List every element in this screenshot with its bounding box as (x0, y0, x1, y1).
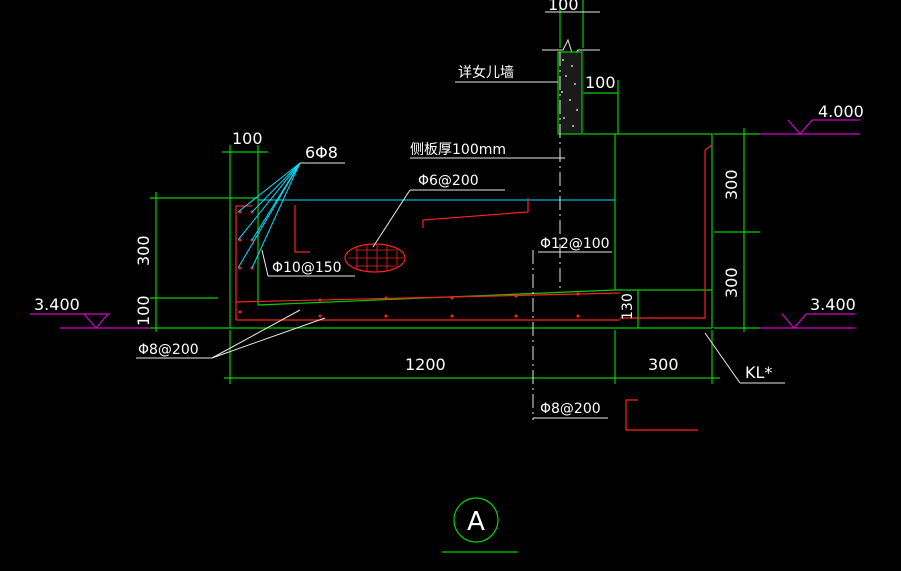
dim-left-flange: 100 (232, 129, 263, 148)
dim-left-lower: 100 (134, 295, 153, 326)
bar-shape-detail (625, 399, 698, 431)
elevation-right: 3.400 (810, 295, 856, 314)
elevation-marker-top (760, 119, 860, 135)
section-mark (442, 497, 518, 553)
phi10-leader (261, 249, 355, 277)
label-6phi8: 6Φ8 (305, 143, 338, 162)
dim-slab-thickness: 130 (620, 293, 636, 320)
dim-parapet-thickness: 100 (585, 73, 616, 92)
dim-main-span: 1200 (405, 355, 446, 374)
dim-top-wall: 100 (548, 0, 579, 14)
rebar-dots (238, 210, 580, 318)
elevation-marker-left (30, 313, 150, 329)
section-label: A (467, 507, 485, 537)
phi8-left-leader (136, 309, 326, 359)
label-side-plate: 侧板厚100mm (410, 142, 506, 158)
label-beam: KL* (745, 363, 772, 382)
label-phi12-100: Φ12@100 (540, 236, 610, 252)
dim-right-upper: 300 (722, 169, 741, 200)
beam-leader (704, 332, 785, 384)
elevation-left: 3.400 (34, 295, 80, 314)
parapet-label: 详女儿墙 (458, 64, 514, 81)
dim-parapet-lines (583, 80, 619, 134)
dim-beam-width: 300 (648, 355, 679, 374)
beam-outline (583, 133, 713, 328)
elevation-top: 4.000 (818, 102, 864, 121)
dim-left-flange-lines (222, 145, 268, 198)
side-plate-leader (372, 157, 565, 248)
dim-left-lines (150, 192, 230, 332)
label-phi8-200-bottom: Φ8@200 (540, 401, 601, 417)
label-phi10-150: Φ10@150 (272, 260, 342, 276)
dim-right-lower: 300 (722, 267, 741, 298)
tie-leaders (237, 162, 345, 269)
dim-bottom-lines (224, 330, 720, 384)
side-plate-hatch (344, 243, 406, 273)
slab-rebar (235, 198, 621, 321)
label-phi8-200-left: Φ8@200 (138, 342, 199, 358)
parapet-wall (542, 0, 600, 135)
dim-right-lines (714, 128, 760, 332)
elevation-marker-right (760, 313, 855, 329)
dim-left-upper: 300 (134, 235, 153, 266)
label-phi6-200: Φ6@200 (418, 173, 479, 189)
